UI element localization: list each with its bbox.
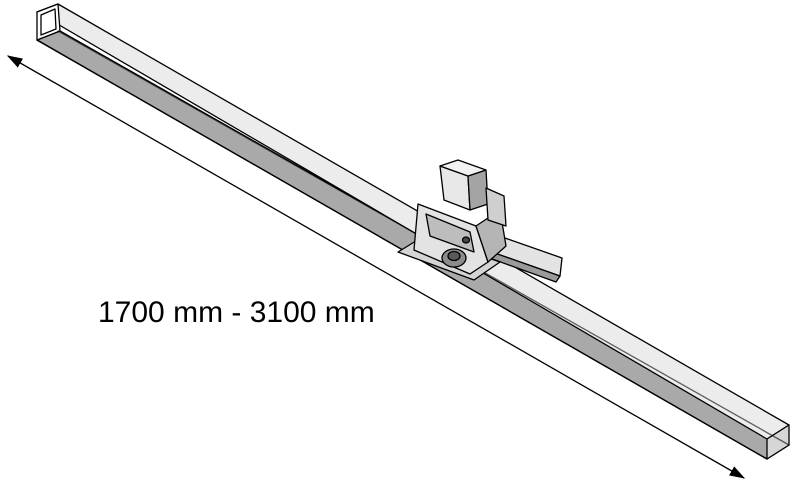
rail-end-inner-left — [40, 8, 57, 36]
clamp-bracket — [397, 159, 563, 283]
dimension-arrow — [6, 55, 746, 479]
rail-top-face — [36, 3, 790, 440]
bolt-center — [447, 250, 461, 262]
bracket-small-hole — [461, 236, 471, 244]
rail-tube — [36, 3, 790, 460]
bracket-side-wing — [485, 187, 507, 227]
bracket-upright-tab-side — [467, 169, 489, 211]
dimension-label: 1700 mm - 3100 mm — [98, 296, 375, 329]
